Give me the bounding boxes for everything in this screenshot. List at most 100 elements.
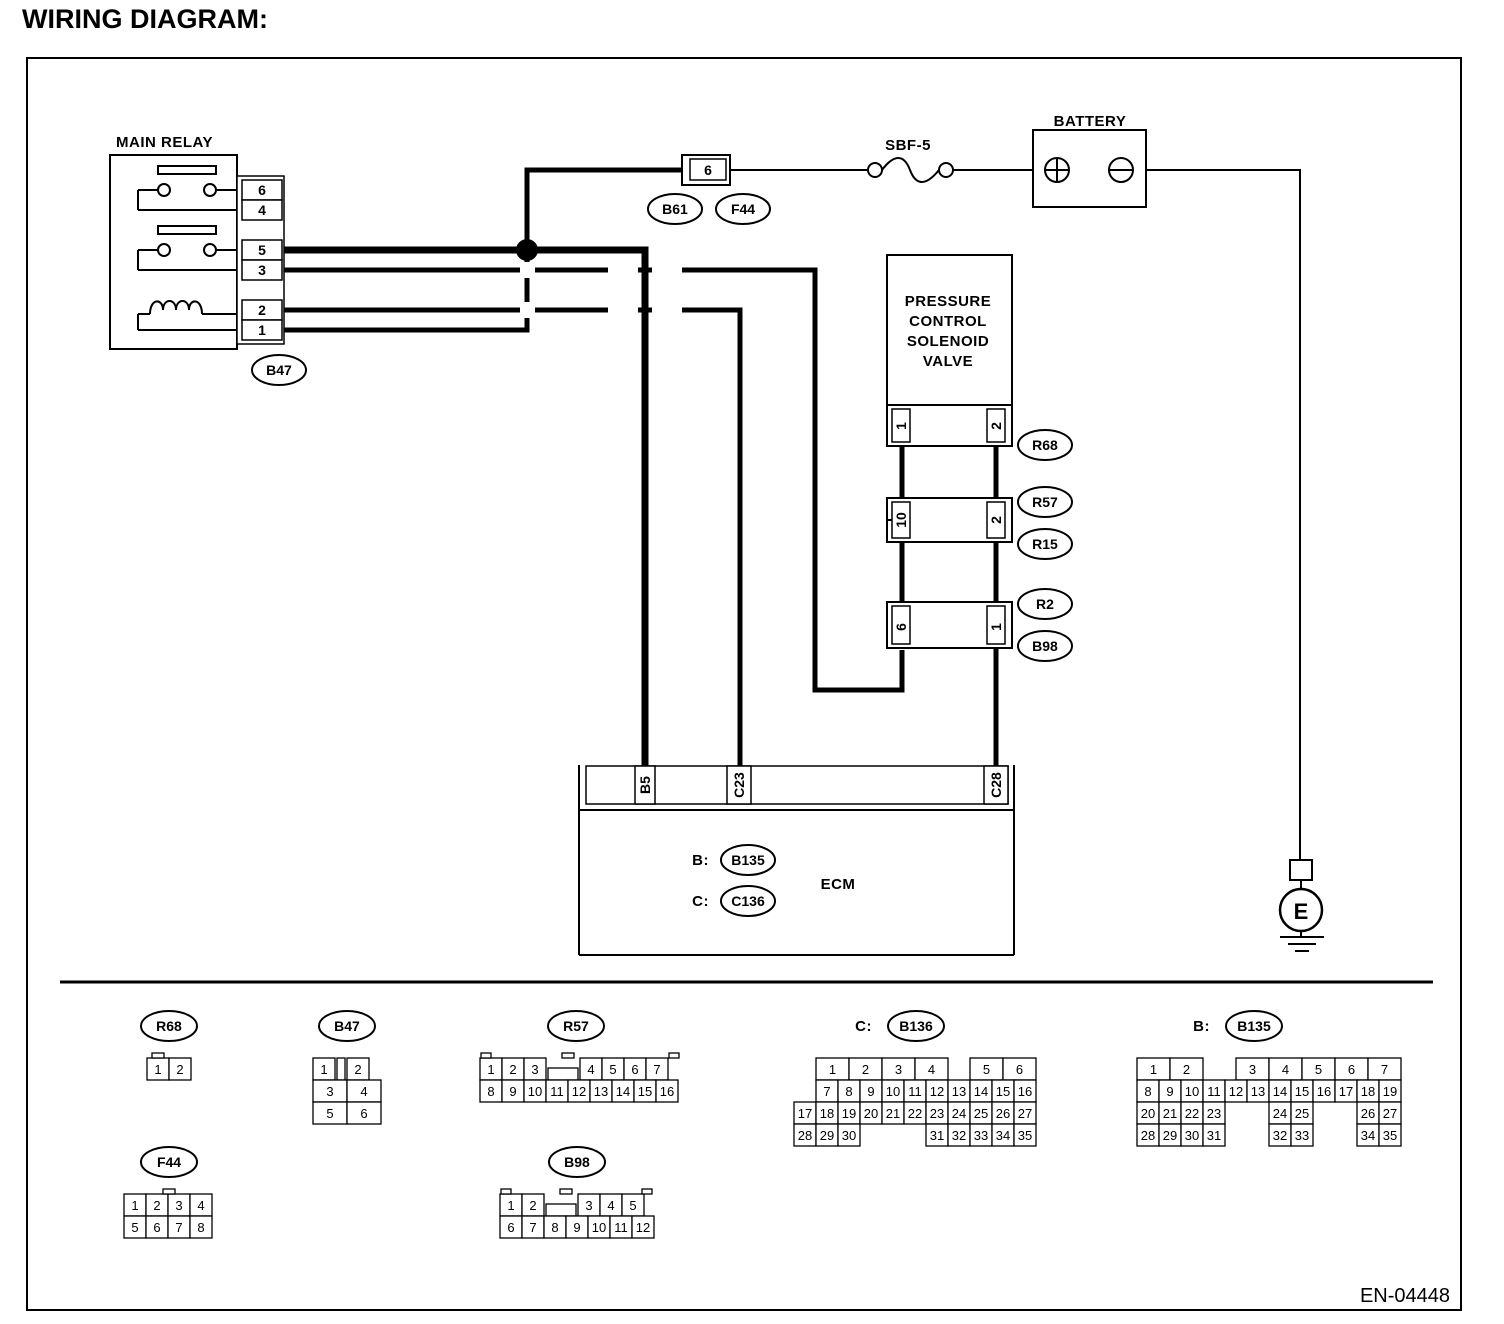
connector-corner-mark	[668, 1052, 680, 1059]
connector-pin-cell	[631, 1215, 655, 1239]
connector-view-label: B136	[899, 1018, 933, 1034]
harness-connector-r2-b98: 6 1 R2 B98	[886, 588, 1073, 662]
relay-pin: 3	[258, 262, 266, 278]
connector-ref-r15	[1017, 528, 1073, 560]
connector-view-label-oval	[887, 1010, 945, 1042]
solenoid-label-line: SOLENOID	[907, 333, 989, 350]
connector-view-label-oval	[140, 1146, 198, 1178]
connector-pin-number: 34	[996, 1128, 1010, 1143]
connector-pin-number: 2	[509, 1062, 516, 1077]
connector-pin-number: 20	[864, 1106, 878, 1121]
connector-pin-number: 5	[609, 1062, 616, 1077]
connector-view-label-oval	[547, 1010, 605, 1042]
solenoid-body	[886, 254, 1013, 406]
wire-relay3-solenoid	[284, 267, 905, 693]
connector-key-slot	[336, 1057, 346, 1081]
solenoid-pin: 2	[988, 422, 1004, 430]
connector-pin-number: 3	[175, 1198, 182, 1213]
connector-view-label-oval	[1225, 1010, 1283, 1042]
connector-pin-number: 14	[616, 1084, 630, 1099]
connector-pin-number: 18	[820, 1106, 834, 1121]
connector-pin-number: 18	[1361, 1084, 1375, 1099]
connector-pin-number: 32	[1273, 1128, 1287, 1143]
ecm: B5 C23 C28 B: B135 C: C136 ECM	[578, 765, 1015, 956]
connector-pin-number: 13	[594, 1084, 608, 1099]
harness-pin: 1	[988, 623, 1004, 631]
connector-pin-number: 8	[551, 1220, 558, 1235]
fuse-sbf5: SBF-5	[867, 137, 954, 183]
main-relay-label: MAIN RELAY	[116, 134, 213, 151]
ecm-connector-prefix: C:	[692, 893, 709, 910]
joint-pin: 6	[704, 162, 712, 178]
connector-pin-number: 24	[952, 1106, 966, 1121]
connector-pin-number: 28	[798, 1128, 812, 1143]
connector-pin-number: 9	[509, 1084, 516, 1099]
connector-key-slot	[547, 1067, 579, 1081]
page-title: WIRING DIAGRAM:	[22, 4, 268, 34]
positive-terminal-icon	[1044, 157, 1070, 183]
connector-pin-number: 35	[1383, 1128, 1397, 1143]
relay-pin: 5	[258, 242, 266, 258]
connector-pin-number: 22	[1185, 1106, 1199, 1121]
connector-pin-number: 3	[895, 1062, 902, 1077]
connector-pin-cell	[1290, 1123, 1314, 1147]
connector-pin-number: 32	[952, 1128, 966, 1143]
ecm-label: ECM	[821, 876, 856, 893]
connector-pin-number: 6	[507, 1220, 514, 1235]
connector-latch-tab	[151, 1052, 165, 1059]
connector-pin-number: 31	[1207, 1128, 1221, 1143]
relay-pin: 2	[258, 302, 266, 318]
connector-pin-number: 6	[153, 1220, 160, 1235]
connector-pin-number: 6	[631, 1062, 638, 1077]
connector-view-prefix: B:	[1193, 1018, 1210, 1035]
connector-pin-number: 1	[487, 1062, 494, 1077]
connector-view-label: F44	[157, 1154, 181, 1170]
connector-ref-r2	[1017, 588, 1073, 620]
wires	[284, 167, 1301, 860]
connector-ref-label: B135	[731, 852, 765, 868]
connector-pin-number: 20	[1141, 1106, 1155, 1121]
connector-corner-mark	[641, 1188, 653, 1195]
connector-ref-r68	[1017, 429, 1073, 461]
connector-view-prefix: C:	[855, 1018, 872, 1035]
ecm-pin: C28	[988, 772, 1004, 798]
connector-pin-number: 4	[587, 1062, 594, 1077]
ground-e: E	[1278, 859, 1324, 952]
main-relay: MAIN RELAY 6 4 5 3	[109, 134, 307, 386]
connector-pin-number: 13	[1251, 1084, 1265, 1099]
connector-pin-number: 4	[928, 1062, 935, 1077]
harness-pin: 10	[893, 512, 909, 528]
connector-pin-number: 1	[507, 1198, 514, 1213]
connector-pin-cell	[346, 1101, 382, 1125]
harness-pin: 2	[988, 516, 1004, 524]
connector-ref-label: R68	[1032, 437, 1058, 453]
connector-pin-number: 30	[1185, 1128, 1199, 1143]
connector-pin-number: 25	[974, 1106, 988, 1121]
connector-pin-number: 22	[908, 1106, 922, 1121]
relay-contact-1	[137, 165, 237, 211]
battery: BATTERY	[1032, 113, 1147, 208]
connector-pin-cell	[168, 1057, 192, 1081]
ecm-pin: B5	[637, 776, 653, 794]
connector-pin-number: 17	[1339, 1084, 1353, 1099]
connector-pin-number: 16	[1018, 1084, 1032, 1099]
connector-pin-number: 19	[842, 1106, 856, 1121]
connector-pin-number: 14	[1273, 1084, 1287, 1099]
connector-pin-number: 5	[983, 1062, 990, 1077]
connector-pin-number: 12	[930, 1084, 944, 1099]
ecm-pin: C23	[731, 772, 747, 798]
connector-pin-number: 21	[886, 1106, 900, 1121]
diagram-code: EN-04448	[1360, 1285, 1450, 1307]
connector-pin-number: 3	[585, 1198, 592, 1213]
connector-pin-cell	[655, 1079, 679, 1103]
connector-pin-number: 3	[531, 1062, 538, 1077]
solenoid-label-line: PRESSURE	[905, 293, 992, 310]
connector-pin-number: 10	[886, 1084, 900, 1099]
connector-pin-number: 19	[1383, 1084, 1397, 1099]
connector-pin-number: 35	[1018, 1128, 1032, 1143]
ecm-pin-strip	[585, 765, 1009, 805]
connector-latch-tab	[162, 1188, 176, 1195]
